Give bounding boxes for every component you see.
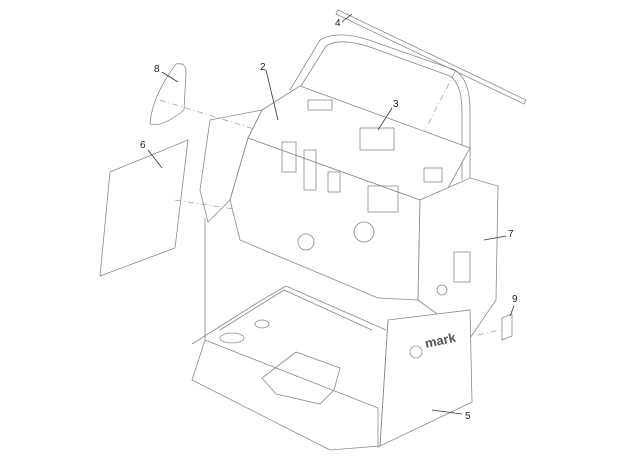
part-strip-4	[335, 9, 527, 105]
callout-3: 3	[393, 99, 399, 110]
brand-label: mark	[424, 330, 458, 351]
part-panel-8	[149, 63, 187, 126]
callout-5: 5	[465, 411, 471, 422]
part-bracket-9	[501, 313, 513, 341]
callout-8: 8	[154, 64, 160, 75]
callout-6: 6	[140, 140, 146, 151]
callout-9: 9	[512, 294, 518, 305]
leader-lines	[147, 13, 515, 415]
callout-7: 7	[508, 229, 514, 240]
callout-4: 4	[335, 18, 341, 29]
part-panel-6	[99, 139, 189, 277]
callout-2: 2	[260, 62, 266, 73]
chassis-frame	[191, 85, 499, 451]
handle-bar	[289, 34, 471, 180]
